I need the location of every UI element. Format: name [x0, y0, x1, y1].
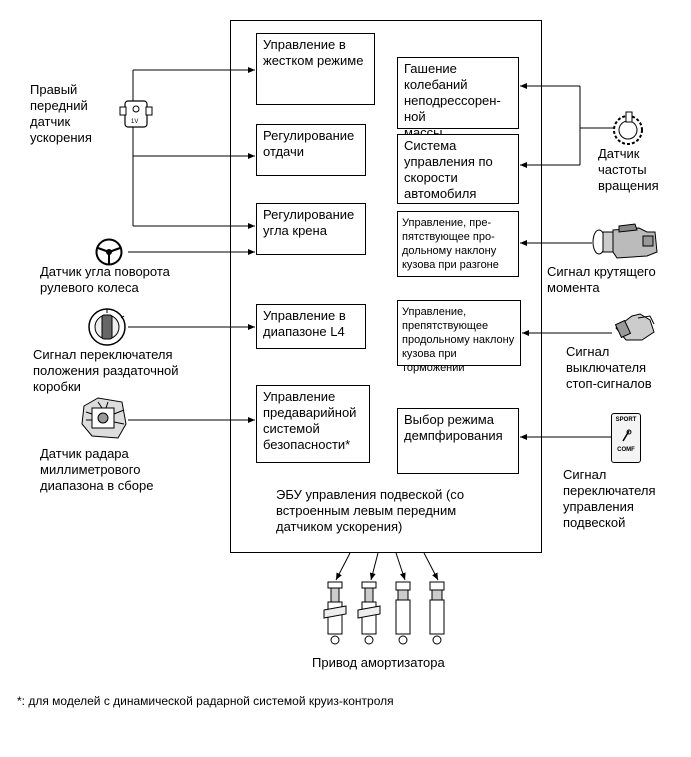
label-accel-sensor: Правый передний датчик ускорения: [30, 82, 92, 145]
speed-sensor-icon: [613, 111, 643, 145]
radar-sensor-icon: [81, 397, 127, 439]
label-suspension-switch: Сигнал переключателя управления подвеско…: [563, 467, 656, 530]
transfer-switch-icon: [88, 308, 126, 346]
label-radar-sensor: Датчик радара миллиметрового диапазона в…: [40, 446, 154, 493]
block-l4: Управление в диапазоне L4: [256, 304, 366, 349]
ecu-caption: ЭБУ управления подвеской (со встроенным …: [276, 487, 465, 534]
block-anti-dive: Управление, препятствующее продольному н…: [397, 300, 521, 374]
block-rebound: Регулирование отдачи: [256, 124, 366, 176]
label-steering-sensor: Датчик угла поворота рулевого колеса: [40, 264, 170, 295]
wrench-icon: [622, 429, 632, 442]
accel-sensor-icon: 1V: [119, 100, 153, 128]
block-speed-control: Система управления по скорости автомобил…: [397, 134, 519, 204]
switch-sport-label: SPORT: [615, 417, 637, 423]
switch-comf-label: COMF: [617, 447, 635, 453]
actuator-label: Привод амортизатора: [312, 655, 445, 670]
label-speed-sensor: Датчик частоты вращения: [598, 146, 659, 193]
svg-text:1V: 1V: [131, 119, 138, 125]
stop-switch-icon: [614, 313, 655, 341]
block-hard-mode: Управление в жестком режиме: [256, 33, 375, 105]
label-transfer-switch: Сигнал переключателя положения раздаточн…: [33, 347, 179, 394]
block-roll: Регулирование угла крена: [256, 203, 366, 255]
steering-wheel-icon: [95, 238, 123, 266]
label-stop-switch: Сигнал выключателя стоп-сигналов: [566, 344, 652, 391]
block-damping-select: Выбор режима демпфирования: [397, 408, 519, 474]
shock-actuators: [323, 581, 445, 645]
block-anti-squat: Управление, пре- пятствующее про- дольно…: [397, 211, 519, 277]
block-precrash: Управление предаварийной системой безопа…: [256, 385, 370, 463]
engine-icon: [592, 223, 658, 259]
footnote: *: для моделей с динамической радарной с…: [17, 694, 394, 708]
suspension-switch-icon[interactable]: SPORT COMF: [611, 413, 641, 463]
ecu-frame: [230, 20, 542, 553]
label-torque-signal: Сигнал крутящего момента: [547, 264, 656, 295]
